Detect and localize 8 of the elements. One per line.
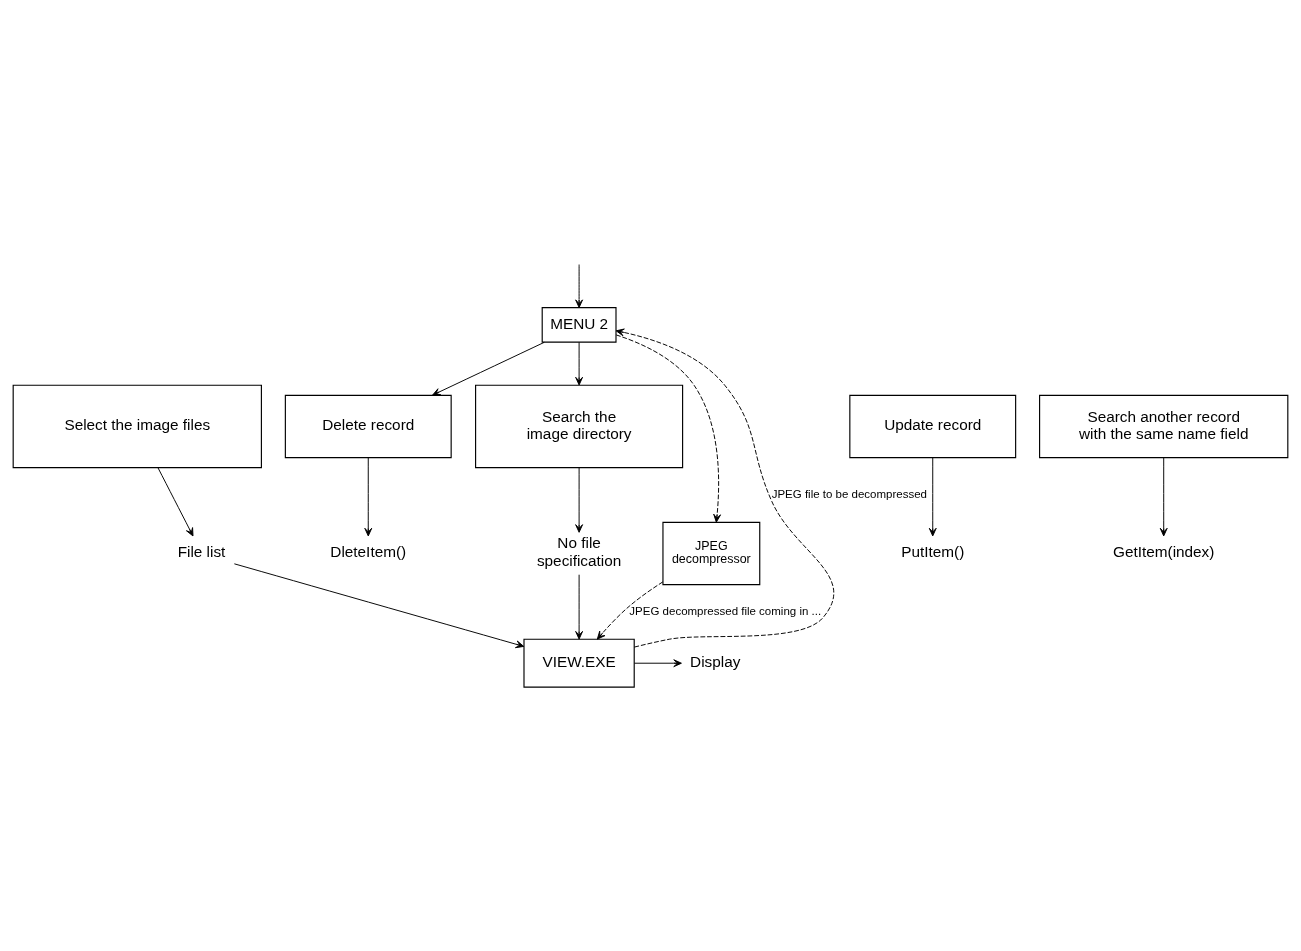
node-text: File list: [177, 543, 226, 561]
node-text: No file specification: [536, 534, 622, 569]
node-text: PutItem(): [901, 543, 965, 561]
node-text: Display: [690, 652, 741, 670]
edge-label: JPEG file to be decompressed: [771, 487, 928, 500]
node-text: GetItem(index): [1113, 543, 1215, 561]
edge-label: JPEG decompressed file coming in ...: [629, 604, 822, 617]
node-text: DleteItem(): [330, 543, 407, 561]
